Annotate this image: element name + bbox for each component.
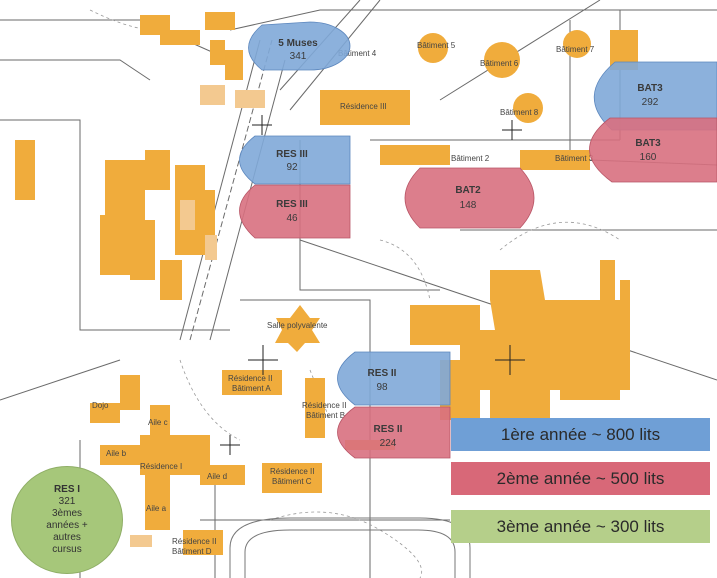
zone-res-i-line1: 3èmes <box>51 508 82 519</box>
label-res-ii-b-line1: Résidence II <box>302 401 346 410</box>
zone-res-iii-blue[interactable]: RES III 92 <box>239 135 351 185</box>
zone-res-ii-blue[interactable]: RES II 98 <box>337 351 451 406</box>
legend-first-year-text: 1ère année ~ 800 lits <box>500 424 661 444</box>
zone-res-i-line3: autres <box>53 532 81 543</box>
zone-res-i-line4: cursus <box>52 544 82 555</box>
zone-res-i-count: 321 <box>58 496 76 507</box>
label-aile-d: Aile d <box>207 472 227 481</box>
zone-bat3-blue-count: 292 <box>642 97 659 108</box>
zone-res-iii-red-name: RES III <box>276 199 308 210</box>
label-batiment-4: Bâtiment 4 <box>338 49 377 58</box>
label-res-ii-c-line1: Résidence II <box>270 467 314 476</box>
legend-third-year-text: 3ème année ~ 300 lits <box>496 516 665 536</box>
label-res-ii-a-line2: Bâtiment A <box>232 384 271 393</box>
label-aile-b: Aile b <box>106 449 127 458</box>
label-batiment-2: Bâtiment 2 <box>451 154 490 163</box>
zone-res-i-name: RES I <box>53 484 81 495</box>
crosshairs <box>220 115 525 455</box>
label-res-ii-d-line2: Bâtiment D <box>172 547 212 556</box>
zone-res-iii-blue-count: 92 <box>286 162 298 173</box>
zone-5-muses-count: 341 <box>290 51 307 62</box>
label-batiment-5: Bâtiment 5 <box>417 41 456 50</box>
zone-bat2-count: 148 <box>460 200 477 211</box>
zone-5-muses-name: 5 Muses <box>278 38 318 49</box>
label-aile-a: Aile a <box>146 504 167 513</box>
zone-res-iii-blue-name: RES III <box>276 149 308 160</box>
zone-res-ii-red-count: 224 <box>380 438 397 449</box>
zone-bat3-red-name: BAT3 <box>635 138 661 149</box>
label-batiment-8: Bâtiment 8 <box>500 108 539 117</box>
zone-res-ii-red[interactable]: RES II 224 <box>337 406 451 459</box>
label-dojo: Dojo <box>92 401 109 410</box>
zone-res-ii-blue-count: 98 <box>376 382 388 393</box>
buildings-light-layer <box>130 85 265 547</box>
zone-bat2-name: BAT2 <box>455 185 481 196</box>
sports-track <box>229 517 471 578</box>
label-residence-iii: Résidence III <box>340 102 387 111</box>
zone-res-i-line2: années + <box>46 520 88 531</box>
zone-bat2[interactable]: BAT2 148 <box>404 167 535 229</box>
zone-bat3-red-count: 160 <box>640 152 657 163</box>
legend-first-year: 1ère année ~ 800 lits <box>451 418 710 451</box>
legend-third-year: 3ème année ~ 300 lits <box>451 510 710 543</box>
legend: 1ère année ~ 800 lits 2ème année ~ 500 l… <box>451 0 717 578</box>
zone-bat3-red[interactable]: BAT3 160 <box>589 117 717 183</box>
label-batiment-7: Bâtiment 7 <box>556 45 595 54</box>
label-res-ii-c-line2: Bâtiment C <box>272 477 312 486</box>
label-batiment-6: Bâtiment 6 <box>480 59 519 68</box>
zone-res-ii-blue-name: RES II <box>368 368 397 379</box>
zone-res-ii-red-name: RES II <box>374 424 403 435</box>
label-batiment-3: Bâtiment 3 <box>555 154 594 163</box>
zone-res-i[interactable]: RES I 321 3èmes années + autres cursus <box>11 466 123 574</box>
label-res-ii-d-line1: Résidence II <box>172 537 216 546</box>
label-res-ii-a-line1: Résidence II <box>228 374 272 383</box>
zone-bat3-blue[interactable]: BAT3 292 <box>593 61 717 131</box>
zone-res-iii-red[interactable]: RES III 46 <box>239 184 351 239</box>
legend-second-year: 2ème année ~ 500 lits <box>451 462 710 495</box>
building-labels: Bâtiment 4 Bâtiment 5 Bâtiment 6 Bâtimen… <box>92 41 595 556</box>
label-residence-i: Résidence I <box>140 462 182 471</box>
label-salle-polyvalente: Salle polyvalente <box>267 321 328 330</box>
label-aile-c: Aile c <box>148 418 168 427</box>
legend-second-year-text: 2ème année ~ 500 lits <box>496 468 665 488</box>
zone-bat3-blue-name: BAT3 <box>637 83 663 94</box>
zone-res-iii-red-count: 46 <box>286 213 298 224</box>
zone-5-muses[interactable]: 5 Muses 341 <box>248 21 351 71</box>
label-res-ii-b-line2: Bâtiment B <box>306 411 345 420</box>
